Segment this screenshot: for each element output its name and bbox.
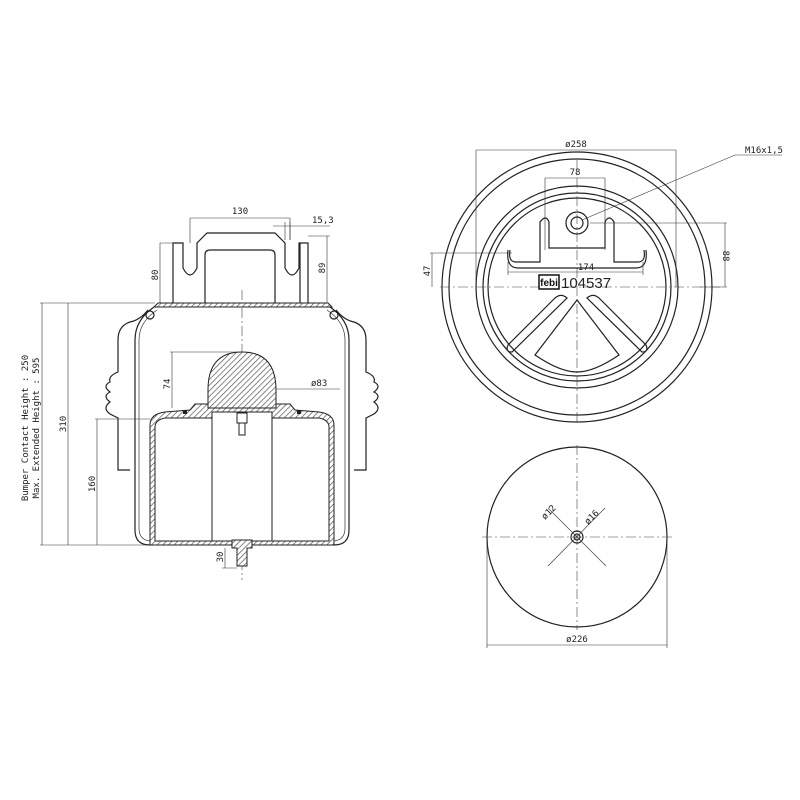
dim-89: 89 xyxy=(318,263,328,274)
hole-outer xyxy=(570,530,584,544)
membrane-left xyxy=(134,306,159,546)
top-plate xyxy=(152,302,334,308)
dim-o16: ø16 xyxy=(583,509,602,528)
vent-slot-right xyxy=(586,294,648,353)
dim-130: 130 xyxy=(232,207,248,217)
bottom-view: ø12 ø16 ø226 xyxy=(482,445,672,648)
dim-o83: ø83 xyxy=(311,379,327,389)
febi-logo xyxy=(538,274,560,290)
dim-74: 74 xyxy=(163,379,173,390)
dim-30: 30 xyxy=(216,552,226,563)
dim-15-3: 15,3 xyxy=(312,216,334,226)
dim-o226: ø226 xyxy=(566,635,588,645)
bellow-left xyxy=(105,309,149,471)
thread-hole xyxy=(570,216,584,230)
center-nut xyxy=(236,412,248,424)
dim-80: 80 xyxy=(151,270,161,281)
part-number: 104537 xyxy=(561,275,611,292)
side-view: 130 15,3 80 89 310 Bumper Contact Height… xyxy=(21,207,379,580)
vent-slot-left xyxy=(506,294,568,353)
thread-boss xyxy=(565,211,589,235)
bellow-right xyxy=(335,309,379,471)
dim-o258: ø258 xyxy=(565,140,587,150)
side-dimensions: 130 15,3 80 89 310 Bumper Contact Height… xyxy=(21,207,340,569)
thread-label: M16x1,5 xyxy=(745,146,783,156)
dim-310: 310 xyxy=(59,416,69,432)
dim-174: 174 xyxy=(578,263,594,273)
membrane-right xyxy=(325,306,350,546)
mounting-bracket xyxy=(172,232,309,303)
brand-logo-text: febi xyxy=(540,278,558,289)
bumper xyxy=(207,351,277,409)
rim-bolt-left xyxy=(145,310,155,320)
dim-47: 47 xyxy=(423,266,433,277)
bottom-stud xyxy=(231,539,253,567)
hole-inner xyxy=(573,533,581,541)
dim-160: 160 xyxy=(88,476,98,492)
vent-slot-bottom xyxy=(534,299,620,373)
note-max-extended: Max. Extended Height : 595 xyxy=(32,358,42,499)
dim-o12: ø12 xyxy=(540,504,559,523)
dim-88: 88 xyxy=(720,251,730,262)
top-view: ø258 78 M16x1,5 174 47 88 febi 104537 xyxy=(423,140,783,425)
dim-78: 78 xyxy=(570,168,581,178)
note-bumper-contact: Bumper Contact Height : 250 xyxy=(21,355,31,501)
rim-bolt-right xyxy=(329,310,339,320)
